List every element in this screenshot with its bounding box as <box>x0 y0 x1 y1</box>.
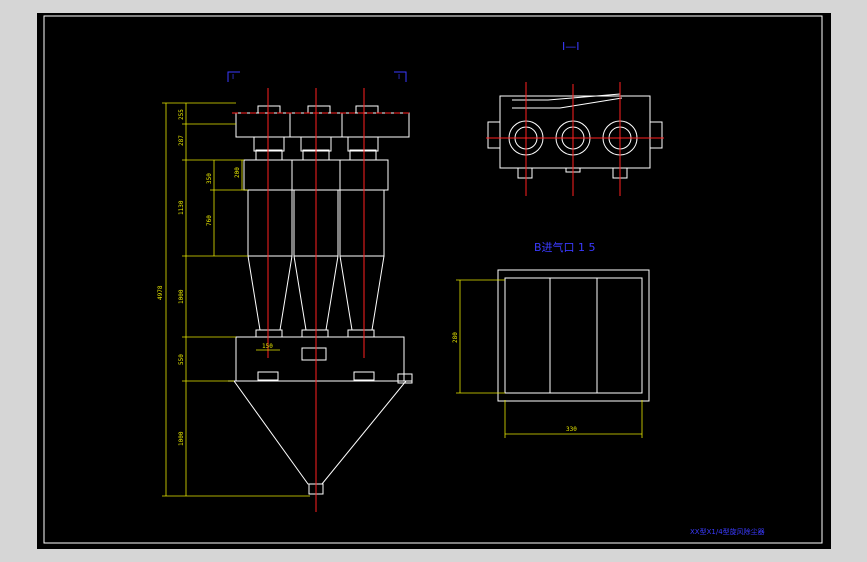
top-view-centerlines <box>486 82 664 196</box>
section-marker-right: I <box>398 73 400 81</box>
drawing-sheet <box>37 13 831 549</box>
title-block-text: XX型X1/4型旋风除尘器 <box>690 527 765 536</box>
front-view <box>228 105 413 495</box>
dim-seg-2: 287 <box>178 135 185 146</box>
drawing-frame <box>43 15 823 544</box>
dim-seg-3b: 200 <box>234 167 241 178</box>
inlet-view <box>497 269 650 402</box>
section-markers <box>227 71 407 82</box>
front-centerlines <box>232 88 412 512</box>
top-view <box>487 93 663 179</box>
view-label-top: I—I <box>562 40 580 53</box>
dim-seg-6: 1000 <box>178 431 185 446</box>
dim-seg-5: 550 <box>178 354 185 365</box>
dim-inlet-height: 280 <box>452 332 459 343</box>
inlet-dimensions <box>456 279 643 438</box>
dim-seg-3a: 350 <box>206 173 213 184</box>
dim-seg-1: 255 <box>178 109 185 120</box>
view-label-inlet: B进气口 1 5 <box>534 240 596 254</box>
section-marker-left: I <box>232 73 234 81</box>
dim-overall-height: 4978 <box>157 285 164 300</box>
dim-seg-4: 1000 <box>178 289 185 304</box>
dim-seg-3c: 760 <box>206 215 213 226</box>
dim-outlet-width: 150 <box>262 343 273 350</box>
dim-seg-3: 1130 <box>178 200 185 215</box>
dim-inlet-width: 330 <box>566 426 577 433</box>
front-dimensions <box>162 102 310 497</box>
